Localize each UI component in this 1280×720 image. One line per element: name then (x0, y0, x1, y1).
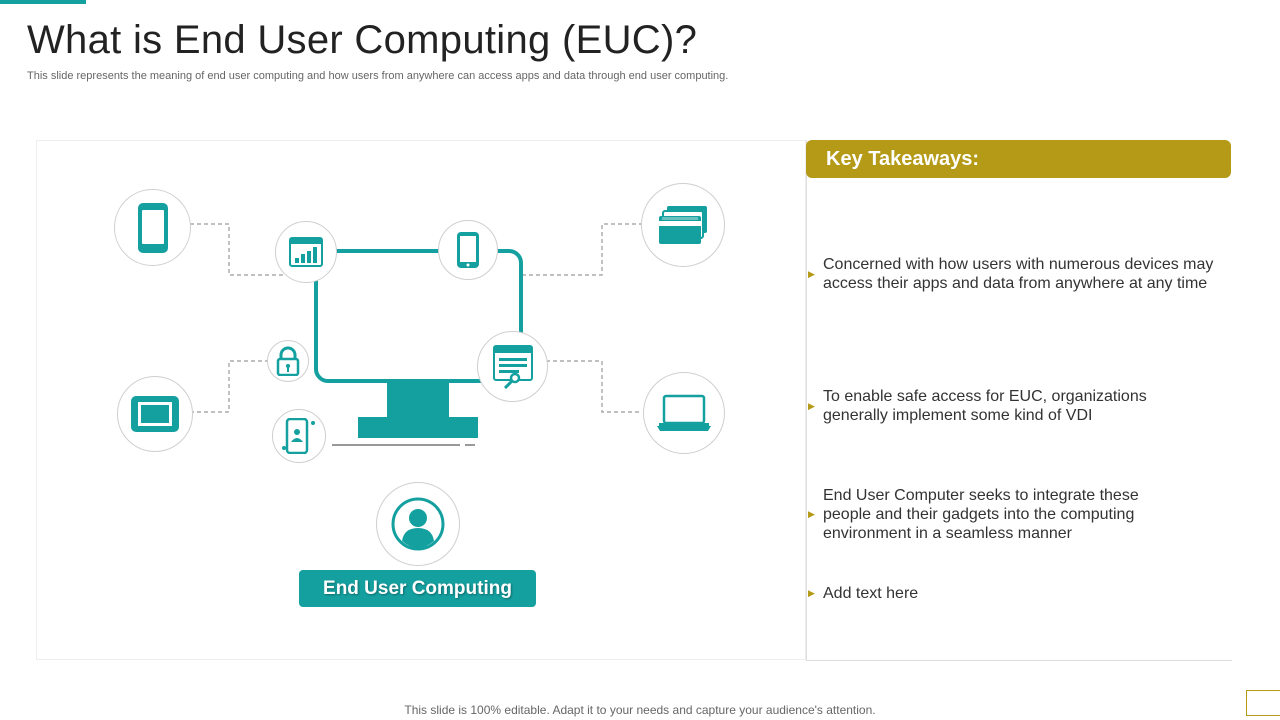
phone-user-icon (282, 418, 315, 454)
credit-cards-circle (641, 183, 725, 267)
bullet-arrow-icon: ▶ (808, 509, 815, 519)
bullet-arrow-icon: ▶ (808, 268, 815, 279)
smartphone-circle (438, 220, 498, 280)
user-circle (376, 482, 460, 566)
top-accent-bar (0, 0, 86, 4)
smartphone-icon (457, 232, 479, 268)
takeaway-point-1: ▶ Concerned with how users with numerous… (806, 254, 1226, 294)
tablet-circle (117, 376, 193, 452)
slide-footer: This slide is 100% editable. Adapt it to… (404, 703, 876, 717)
slide-title: What is End User Computing (EUC)? (27, 18, 698, 62)
user-icon (391, 497, 445, 551)
document-circle (477, 331, 548, 402)
takeaway-line: access their apps and data from anywhere… (823, 275, 1208, 292)
takeaway-point-2: ▶ To enable safe access for EUC, organiz… (806, 386, 1226, 426)
monitor-icon (314, 249, 523, 446)
takeaway-line: generally implement some kind of VDI (823, 407, 1093, 424)
takeaway-line: people and their gadgets into the comput… (823, 506, 1135, 523)
takeaway-line: To enable safe access for EUC, organizat… (823, 388, 1147, 405)
laptop-icon (657, 394, 711, 431)
mobile-phone-icon (137, 202, 168, 253)
dashed-connectors (190, 223, 642, 413)
corner-decoration (1246, 690, 1280, 716)
bar-chart-icon (289, 237, 323, 267)
slide-subtitle: This slide represents the meaning of end… (27, 70, 729, 82)
bullet-arrow-icon: ▶ (808, 400, 815, 411)
takeaways-header: Key Takeaways: (806, 140, 1231, 178)
takeaways-panel (806, 140, 1232, 661)
mobile-phone-circle (114, 189, 191, 266)
padlock-icon (276, 346, 300, 376)
takeaway-line: Add text here (823, 584, 919, 602)
diagram-frame (36, 140, 806, 660)
takeaway-line: Concerned with how users with numerous d… (823, 256, 1214, 273)
takeaway-line: End User Computer seeks to integrate the… (823, 487, 1139, 504)
end-user-computing-label: End User Computing (299, 570, 536, 607)
bullet-arrow-icon: ▶ (808, 587, 815, 598)
document-icon (492, 344, 533, 389)
takeaway-point-3: ▶ End User Computer seeks to integrate t… (806, 485, 1226, 544)
phone-user-circle (272, 409, 326, 463)
tablet-icon (131, 396, 179, 432)
laptop-circle (643, 372, 725, 454)
bar-chart-circle (275, 221, 337, 283)
padlock-circle (267, 340, 309, 382)
takeaway-point-4: ▶ Add text here (806, 583, 1226, 603)
takeaway-line: environment in a seamless manner (823, 525, 1073, 542)
credit-cards-icon (659, 206, 707, 244)
